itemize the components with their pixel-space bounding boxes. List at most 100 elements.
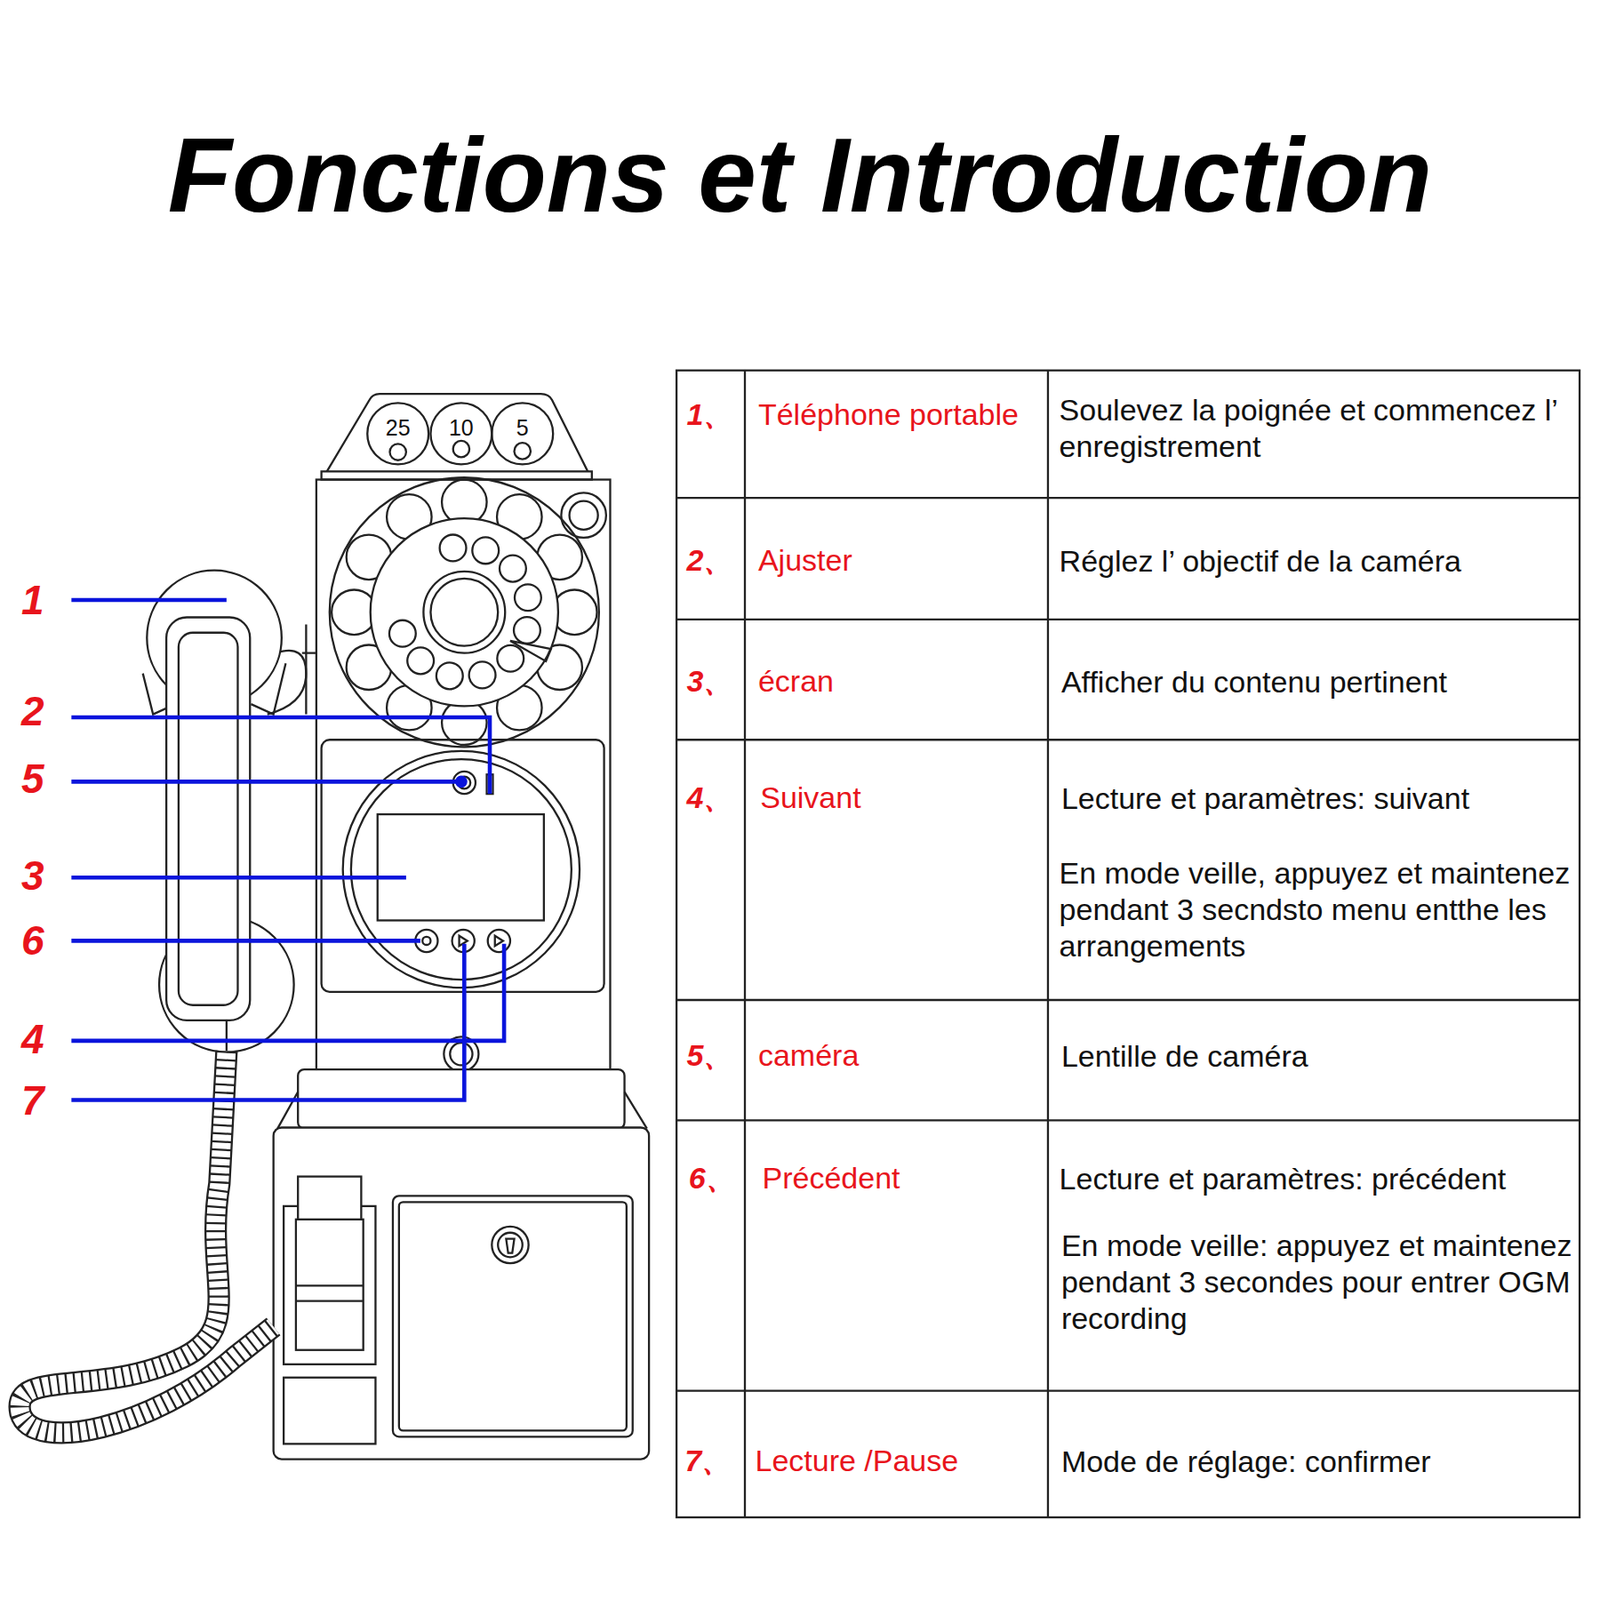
rotary-dial-part — [514, 584, 542, 611]
row-number: 3、 — [687, 664, 735, 698]
payphone-drawing-part — [430, 402, 492, 464]
payphone-drawing-part — [178, 632, 239, 1006]
payphone-drawing-part — [19, 1050, 274, 1432]
payphone-drawing-part — [449, 1042, 472, 1065]
rotary-dial-part — [389, 620, 416, 648]
coin-value: 5 — [516, 416, 529, 439]
table-grid-part — [676, 1119, 1580, 1121]
payphone-drawing-part — [491, 1226, 528, 1264]
part-description: Soulevez la poignée et commencez l’ enre… — [1059, 392, 1576, 465]
part-name: Téléphone portable — [758, 399, 1019, 432]
leader-lines-part — [71, 944, 464, 1101]
payphone-drawing-part — [392, 1195, 633, 1437]
payphone-drawing-part — [283, 1377, 376, 1445]
payphone-drawing-part — [491, 402, 553, 464]
part-description: Réglez l’ objectif de la caméra — [1059, 543, 1576, 580]
part-description: Lecture et paramètres: suivant — [1061, 779, 1577, 816]
part-name: Suivant — [760, 781, 861, 815]
payphone-drawing-part — [569, 501, 599, 530]
table-grid-part — [1047, 370, 1049, 1518]
row-number: 5、 — [687, 1039, 735, 1072]
payphone-drawing-part — [505, 1239, 514, 1254]
part-description: Mode de réglage: confirmer — [1061, 1442, 1577, 1480]
part-description: Lentille de caméra — [1061, 1038, 1577, 1075]
payphone-drawing-part — [367, 402, 429, 464]
rotary-dial-part — [469, 661, 496, 688]
part-name: écran — [758, 664, 834, 698]
table-grid-part — [676, 999, 1580, 1001]
coin-value: 25 — [385, 416, 411, 439]
payphone-drawing-part — [225, 1020, 228, 1051]
rotary-dial-part — [370, 518, 559, 706]
payphone-drawing-part — [399, 1201, 627, 1431]
callout-number: 6 — [21, 920, 45, 961]
payphone-drawing-part — [302, 624, 317, 715]
leader-lines-part — [71, 944, 504, 1041]
payphone-drawing-part — [497, 1232, 523, 1258]
part-name: Ajuster — [758, 544, 853, 578]
part-name: Lecture /Pause — [754, 1444, 959, 1478]
row-number: 2、 — [687, 544, 735, 578]
payphone-drawing-part — [390, 443, 407, 460]
part-description: En mode veille, appuyez et maintenez pen… — [1059, 855, 1576, 964]
table-grid — [676, 370, 1580, 1518]
part-description: En mode veille: appuyez et maintenez pen… — [1061, 1227, 1577, 1336]
payphone-drawing-part — [19, 1050, 274, 1432]
payphone-drawing-part — [324, 393, 590, 476]
leader-lines-part — [456, 777, 465, 786]
rotary-dial-part — [472, 536, 499, 564]
part-name: caméra — [758, 1039, 859, 1072]
payphone-drawing-part — [377, 814, 544, 920]
callout-number: 7 — [21, 1080, 45, 1121]
rotary-dial-part — [513, 616, 541, 644]
payphone-drawing-part — [488, 929, 511, 952]
table-grid-part — [676, 496, 1580, 499]
payphone-drawing-part — [343, 751, 580, 988]
callout-number: 2 — [21, 690, 45, 732]
callout-number: 1 — [21, 579, 45, 621]
callout-number: 3 — [21, 855, 45, 896]
callout-number: 4 — [21, 1018, 45, 1060]
payphone-drawing-part — [296, 1299, 364, 1302]
table-grid-part — [676, 738, 1580, 741]
rotary-dial-part — [329, 477, 600, 747]
payphone-drawing-part — [560, 492, 607, 538]
leader-lines-part — [71, 779, 457, 784]
page-title: Fonctions et Introduction — [168, 122, 1432, 228]
part-description: Afficher du contenu pertinent — [1061, 663, 1577, 700]
row-number: 6、 — [688, 1161, 736, 1195]
rotary-dial-part — [510, 640, 552, 662]
row-number: 4、 — [687, 781, 735, 815]
rotary-dial-part — [499, 555, 527, 583]
payphone-drawing-part — [453, 771, 476, 794]
table-grid-part — [676, 370, 1580, 1518]
part-description: Lecture et paramètres: précédent — [1059, 1160, 1576, 1197]
rotary-dial-part — [496, 645, 524, 672]
leader-lines-part — [71, 875, 407, 880]
payphone-drawing-part — [453, 440, 470, 457]
rotary-dial-part — [440, 534, 467, 561]
payphone-drawing-part — [296, 1219, 364, 1351]
payphone-drawing-part — [351, 759, 572, 980]
payphone-drawing-part — [297, 1176, 361, 1220]
leader-lines — [71, 600, 504, 1101]
payphone-drawing-part — [19, 1050, 274, 1432]
table-grid-part — [676, 618, 1580, 621]
payphone-drawing-part — [296, 1284, 364, 1287]
payphone-drawing-part — [514, 442, 531, 459]
payphone-drawing-part — [273, 1127, 649, 1459]
callout-number: 5 — [21, 758, 45, 800]
coin-value: 10 — [448, 416, 474, 439]
table-grid-part — [676, 1390, 1580, 1392]
payphone-drawing-part — [422, 936, 431, 945]
table-grid-part — [744, 370, 746, 1518]
rotary-dial-part — [430, 578, 498, 647]
rotary-dial — [329, 477, 600, 747]
rotary-dial-part — [436, 662, 464, 689]
payphone-drawing-part — [283, 1206, 376, 1365]
leader-lines-part — [71, 717, 490, 794]
payphone-drawing — [19, 393, 649, 1459]
leader-lines-part — [71, 598, 226, 603]
leader-lines-part — [71, 938, 421, 944]
